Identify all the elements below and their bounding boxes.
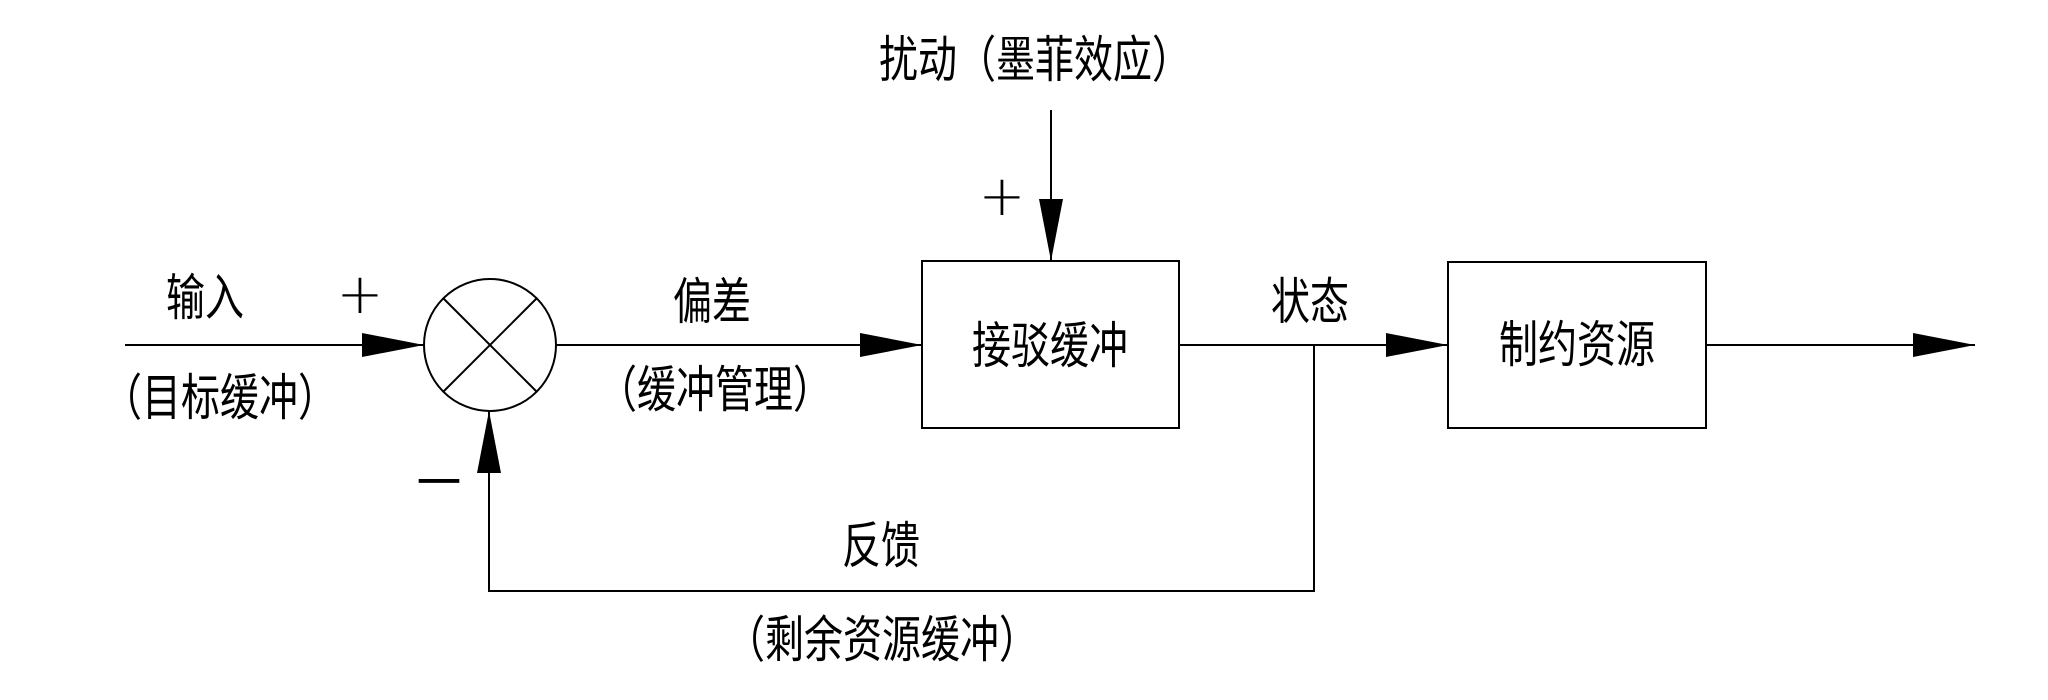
- feedback-minus-sign: －: [411, 451, 467, 516]
- output-arrowhead: [1913, 333, 1975, 357]
- disturbance-label: 扰动（墨菲效应）: [879, 31, 1191, 89]
- input-sublabel: （目标缓冲）: [103, 369, 338, 427]
- feedback-path: [488, 345, 1315, 592]
- state-arrowhead: [1386, 333, 1448, 357]
- error-sublabel: （缓冲管理）: [598, 361, 832, 419]
- block-constraint-label: 制约资源: [1499, 316, 1655, 374]
- disturbance-plus-sign: +: [978, 164, 1026, 229]
- feedback-sublabel: （剩余资源缓冲）: [726, 611, 1038, 669]
- input-plus-sign: +: [336, 262, 384, 327]
- feedback-arrowhead: [477, 411, 501, 473]
- error-label: 偏差: [673, 273, 751, 331]
- block-buffer-label: 接驳缓冲: [972, 317, 1128, 375]
- error-arrowhead: [860, 333, 922, 357]
- state-label: 状态: [1271, 273, 1349, 331]
- input-label: 输入: [166, 269, 244, 327]
- disturbance-arrowhead: [1039, 199, 1063, 261]
- input-arrowhead: [362, 333, 424, 357]
- junction-cross-2: [442, 297, 538, 393]
- feedback-label: 反馈: [842, 517, 920, 575]
